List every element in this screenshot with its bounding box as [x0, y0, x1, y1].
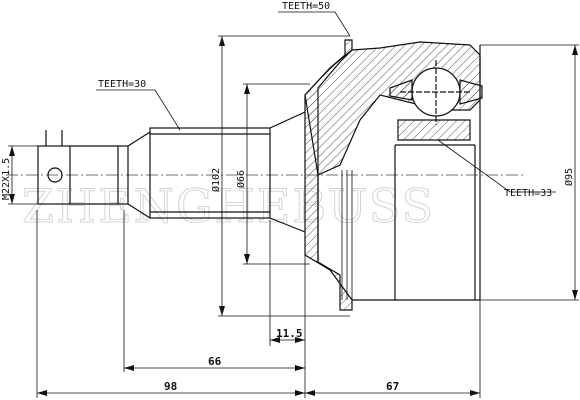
threaded-stub — [37, 130, 151, 219]
watermark: ZHENGHEBUSS — [22, 179, 435, 233]
label-dim-11-5: 11.5 — [276, 327, 303, 340]
label-teeth-33: TEETH=33 — [504, 188, 552, 199]
spline-shaft — [149, 111, 306, 233]
label-dim-98: 98 — [164, 380, 177, 393]
ball-race — [352, 45, 483, 301]
label-thread: M22X1.5 — [1, 158, 12, 200]
abs-ring-teeth — [341, 170, 353, 300]
label-dia-102: Ø102 — [210, 168, 222, 192]
label-dia-95: Ø95 — [563, 168, 575, 186]
label-teeth-50: TEETH=50 — [282, 1, 330, 12]
arrowheads — [9, 36, 578, 396]
label-dim-66: 66 — [208, 355, 222, 368]
label-dia-66: Ø66 — [235, 170, 247, 188]
label-dim-67: 67 — [386, 380, 399, 393]
label-teeth-30: TEETH=30 — [98, 79, 146, 90]
